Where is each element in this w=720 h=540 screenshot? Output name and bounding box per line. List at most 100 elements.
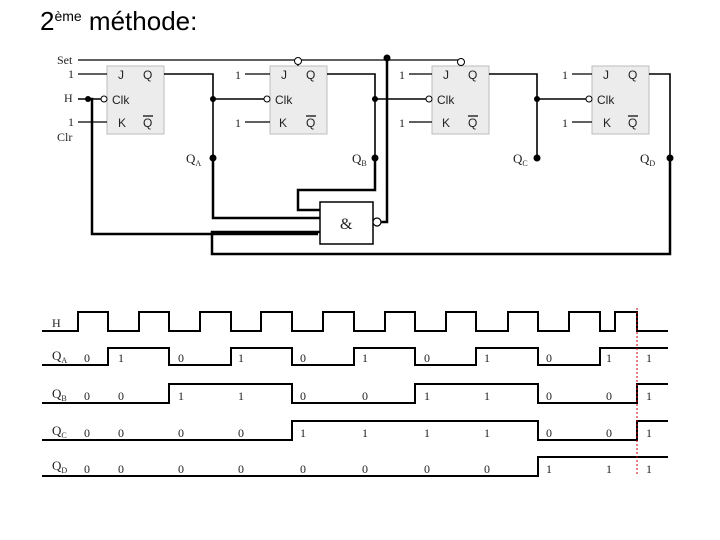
timing-diagram: H QA QB QC QD 0 1 0 1 0 1 0 1 0 1 1 0 0 1 1 0 0 1 1 0 0 1 0 0 0 0…	[42, 308, 668, 477]
signal-value: 1	[424, 426, 430, 440]
signal-value: 0	[546, 426, 552, 440]
flipflop-c-j: J	[443, 68, 449, 82]
flipflop-d-k: K	[603, 116, 611, 130]
flipflop-b-clk: Clk	[275, 93, 293, 107]
flipflop-b-q: Q	[306, 68, 315, 82]
flipflop-c-set-bubble	[457, 58, 465, 66]
flipflop-a: J Q Clk K Q	[78, 65, 165, 135]
flipflop-a-q: Q	[143, 68, 152, 82]
flipflop-c-k-one: 1	[399, 116, 405, 130]
flipflop-b: 1 1 J Q Clk K Q	[235, 57, 328, 135]
j-input-one-label: 1	[68, 67, 74, 81]
signal-value: 1	[238, 389, 244, 403]
flipflop-b-k: K	[279, 116, 287, 130]
flipflop-a-body	[106, 65, 165, 135]
flipflop-d-j-one: 1	[562, 68, 568, 82]
signal-value: 0	[178, 426, 184, 440]
timing-qc-label: QC	[52, 423, 67, 440]
k-input-one-label: 1	[68, 115, 74, 129]
signal-wave-qa	[42, 347, 668, 366]
flipflop-d-qbar: Q	[628, 116, 637, 130]
signal-value: 0	[178, 351, 184, 365]
signal-value: 0	[362, 389, 368, 403]
flipflop-d-clock-bubble	[585, 95, 593, 103]
signal-value: 1	[606, 351, 612, 365]
timing-qa-label: QA	[52, 348, 67, 365]
output-qa-label: QA	[186, 151, 201, 168]
flipflop-c-qbar: Q	[468, 116, 477, 130]
signal-value: 1	[646, 351, 652, 365]
signal-value: 1	[606, 462, 612, 476]
flipflop-b-qbar: Q	[306, 116, 315, 130]
signal-value: 0	[546, 351, 552, 365]
signal-value: 1	[118, 351, 124, 365]
signal-value: 0	[178, 462, 184, 476]
flipflop-a-j: J	[118, 68, 124, 82]
output-qb-label: QB	[352, 151, 367, 168]
flipflop-c-q: Q	[468, 68, 477, 82]
signal-value: 1	[484, 426, 490, 440]
timing-clock-label: H	[52, 316, 61, 330]
signal-value: 0	[484, 462, 490, 476]
flipflop-c-j-one: 1	[399, 68, 405, 82]
flipflop-b-j-one: 1	[235, 68, 241, 82]
and-gate-inverter-bubble	[372, 217, 382, 227]
signal-value: 0	[424, 351, 430, 365]
flipflop-d-k-one: 1	[562, 116, 568, 130]
counter-circuit: Set 1 H 1 Clr J Q Clk K Q 1 1 J Q	[57, 53, 674, 256]
signal-value: 1	[646, 462, 652, 476]
signal-value: 1	[238, 351, 244, 365]
flipflop-a-qbar: Q	[143, 116, 152, 130]
flipflop-a-clock-bubble	[100, 95, 108, 103]
signal-value: 0	[606, 389, 612, 403]
signal-value: 1	[178, 389, 184, 403]
flipflop-c-clock-bubble	[425, 95, 433, 103]
flipflop-d: 1 1 J Q Clk K Q	[562, 65, 650, 135]
signal-value: 1	[484, 389, 490, 403]
flipflop-c-body	[431, 65, 490, 135]
and-gate-symbol: &	[340, 216, 353, 233]
signal-value: 1	[484, 351, 490, 365]
flipflop-b-j: J	[281, 68, 287, 82]
signal-value: 0	[546, 389, 552, 403]
signal-value: 0	[238, 462, 244, 476]
clear-label: Clr	[57, 130, 72, 144]
signal-value: 0	[118, 426, 124, 440]
clock-wave-path	[42, 311, 668, 332]
flipflop-c-k: K	[442, 116, 450, 130]
flipflop-a-clk: Clk	[112, 93, 130, 107]
signal-value: 0	[362, 462, 368, 476]
signal-value: 1	[646, 426, 652, 440]
output-qd-label: QD	[640, 151, 655, 168]
signal-value: 0	[424, 462, 430, 476]
flipflop-b-set-bubble	[294, 57, 302, 65]
signal-value: 0	[300, 389, 306, 403]
set-label: Set	[57, 53, 73, 67]
signal-value: 0	[300, 351, 306, 365]
output-qc-label: QC	[513, 151, 528, 168]
signal-value: 1	[362, 426, 368, 440]
flipflop-d-q: Q	[628, 68, 637, 82]
and-gate	[319, 201, 374, 245]
flipflop-b-clock-bubble	[263, 95, 271, 103]
flipflop-d-j: J	[603, 68, 609, 82]
signal-value: 1	[646, 389, 652, 403]
signal-value: 1	[300, 426, 306, 440]
flipflop-a-k: K	[118, 116, 126, 130]
flipflop-b-k-one: 1	[235, 116, 241, 130]
signal-value: 0	[84, 389, 90, 403]
timing-qd-label: QD	[52, 458, 67, 475]
flipflop-d-clk: Clk	[597, 93, 615, 107]
flipflop-d-body	[591, 65, 650, 135]
signal-wave-qc	[42, 420, 668, 441]
signal-wave-qd	[42, 456, 668, 477]
timing-qb-label: QB	[52, 386, 67, 403]
signal-value: 0	[118, 389, 124, 403]
page-title: 2ème méthode:	[40, 6, 198, 36]
signal-value: 1	[546, 462, 552, 476]
signal-wave-qb	[42, 383, 668, 404]
clock-waveform	[42, 311, 668, 332]
signal-value: 0	[84, 462, 90, 476]
signal-value: 0	[118, 462, 124, 476]
